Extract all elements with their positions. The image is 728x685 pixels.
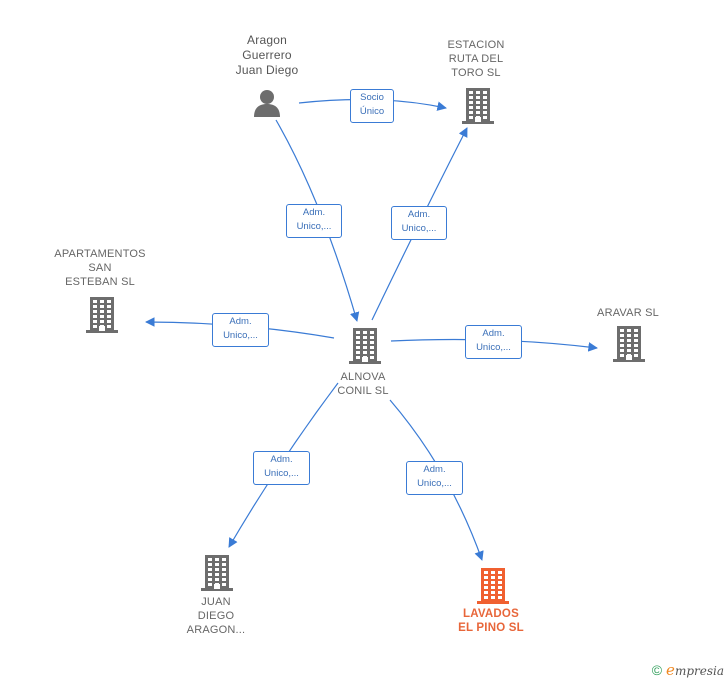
building-icon-estacion[interactable] [462,88,494,124]
building-icon-alnova[interactable] [349,328,381,364]
node-label-alnova[interactable]: ALNOVA CONIL SL [337,371,389,397]
edge-label-socio-unico: Socio Único [350,89,394,123]
edge-label-adm-aragon-alnova: Adm. Unico,... [286,204,342,238]
edge-label-adm-alnova-estacion: Adm. Unico,... [391,206,447,240]
node-label-estacion[interactable]: ESTACION RUTA DEL TORO SL [447,39,505,79]
edge-label-adm-alnova-aravar: Adm. Unico,... [465,325,522,359]
edge-label-adm-alnova-apartamentos: Adm. Unico,... [212,313,269,347]
node-label-aragon[interactable]: Aragon Guerrero Juan Diego [235,33,299,77]
node-label-aravar[interactable]: ARAVAR SL [597,307,659,319]
person-icon[interactable] [252,88,282,118]
building-icon-apartamentos[interactable] [86,297,118,333]
edge-label-adm-alnova-lavados: Adm. Unico,... [406,461,463,495]
footer-brand: © empresia [652,661,724,679]
edge-label-adm-alnova-juan: Adm. Unico,... [253,451,310,485]
node-label-apartamentos[interactable]: APARTAMENTOS SAN ESTEBAN SL [54,248,146,288]
node-label-lavados[interactable]: LAVADOS EL PINO SL [458,608,524,634]
building-icon-juan[interactable] [201,555,233,591]
node-label-juan[interactable]: JUAN DIEGO ARAGON... [186,596,246,636]
building-icon-aravar[interactable] [613,326,645,362]
brand-logo[interactable]: empresia [666,661,724,679]
copyright-icon: © [651,662,663,678]
building-icon-lavados[interactable] [477,568,509,604]
